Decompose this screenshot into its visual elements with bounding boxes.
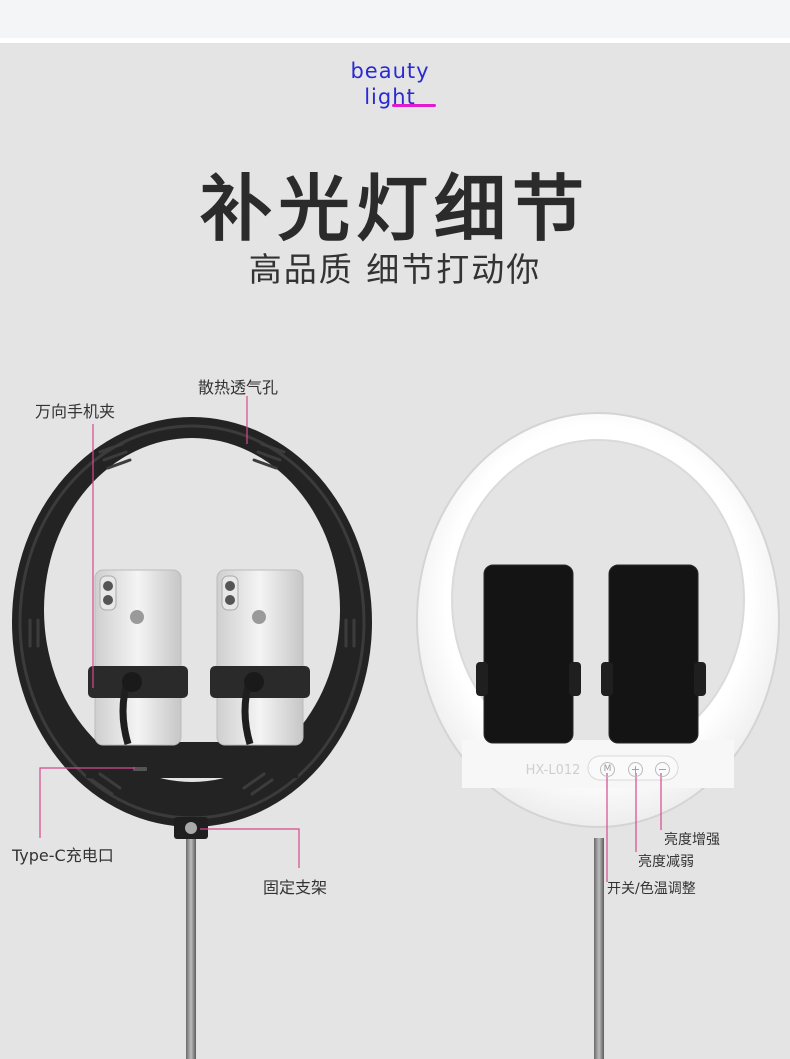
label-type-c: Type-C充电口 <box>12 846 114 865</box>
top-divider <box>0 38 790 43</box>
label-vents: 散热透气孔 <box>198 378 279 397</box>
label-power-color: 开关/色温调整 <box>607 881 696 897</box>
top-strip <box>0 0 790 38</box>
brightness-down-button-label: − <box>657 763 668 776</box>
brightness-up-button[interactable]: + <box>628 762 643 777</box>
page-subtitle: 高品质 细节打动你 <box>248 250 542 289</box>
label-phone-clip: 万向手机夹 <box>35 402 116 421</box>
brand-logo: beauty light <box>340 58 440 110</box>
brand-underline <box>392 104 436 107</box>
label-stand: 固定支架 <box>263 878 328 897</box>
black-shelf <box>86 742 298 778</box>
type-c-port <box>133 767 147 771</box>
vents-icon <box>28 442 356 796</box>
brightness-up-button-label: + <box>630 763 641 776</box>
white-ring-light: HX-L012 <box>416 412 780 1059</box>
silver-phone-2 <box>210 569 310 746</box>
black-phone-1 <box>476 564 581 744</box>
page-title: 补光灯细节 <box>199 167 590 251</box>
mode-button[interactable]: M <box>600 762 615 777</box>
right-pole <box>594 838 604 1059</box>
left-pole <box>186 835 196 1059</box>
mode-button-label: M <box>603 764 612 774</box>
label-brightness-up: 亮度增强 <box>664 832 720 848</box>
black-phone-2 <box>601 564 706 744</box>
silver-phone-1 <box>88 569 188 746</box>
brand-line-1: beauty <box>350 59 430 83</box>
label-brightness-down: 亮度减弱 <box>638 854 694 870</box>
model-label: HX-L012 <box>526 763 581 778</box>
callout-lines <box>39 396 662 882</box>
black-ring-light <box>12 417 372 1059</box>
brightness-down-button[interactable]: − <box>655 762 670 777</box>
